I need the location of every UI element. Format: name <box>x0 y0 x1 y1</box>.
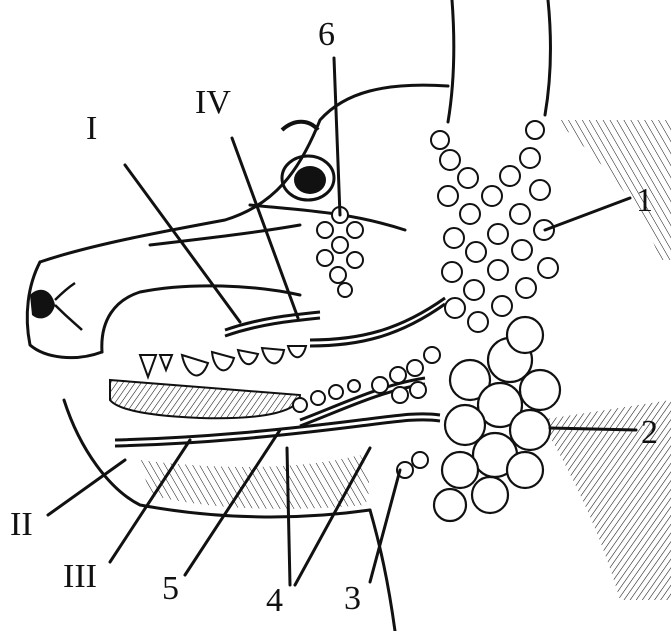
tongue-region <box>110 380 300 418</box>
label-II: II <box>10 508 33 542</box>
label-I: I <box>86 112 97 146</box>
leader-line-II <box>48 460 125 515</box>
sublingual-gland <box>372 347 440 478</box>
label-III: III <box>63 560 97 594</box>
label-3: 3 <box>344 582 361 616</box>
mandibular-gland <box>434 317 560 521</box>
neck-top-shading <box>555 120 671 260</box>
leader-line-III <box>110 440 190 562</box>
leader-line-1 <box>545 198 630 230</box>
leader-line-2 <box>550 428 636 430</box>
label-2: 2 <box>641 416 658 450</box>
upper-teeth <box>140 346 306 377</box>
eye-pupil <box>294 166 326 194</box>
label-1: 1 <box>636 184 653 218</box>
parotid-gland <box>431 121 558 332</box>
label-6: 6 <box>318 18 335 52</box>
label-IV: IV <box>195 86 231 120</box>
label-5: 5 <box>162 572 179 606</box>
zygomatic-gland <box>317 207 363 297</box>
label-4: 4 <box>266 584 283 618</box>
nose-shape <box>30 290 55 319</box>
leader-line-I <box>125 165 240 322</box>
leader-line-6 <box>334 58 340 215</box>
